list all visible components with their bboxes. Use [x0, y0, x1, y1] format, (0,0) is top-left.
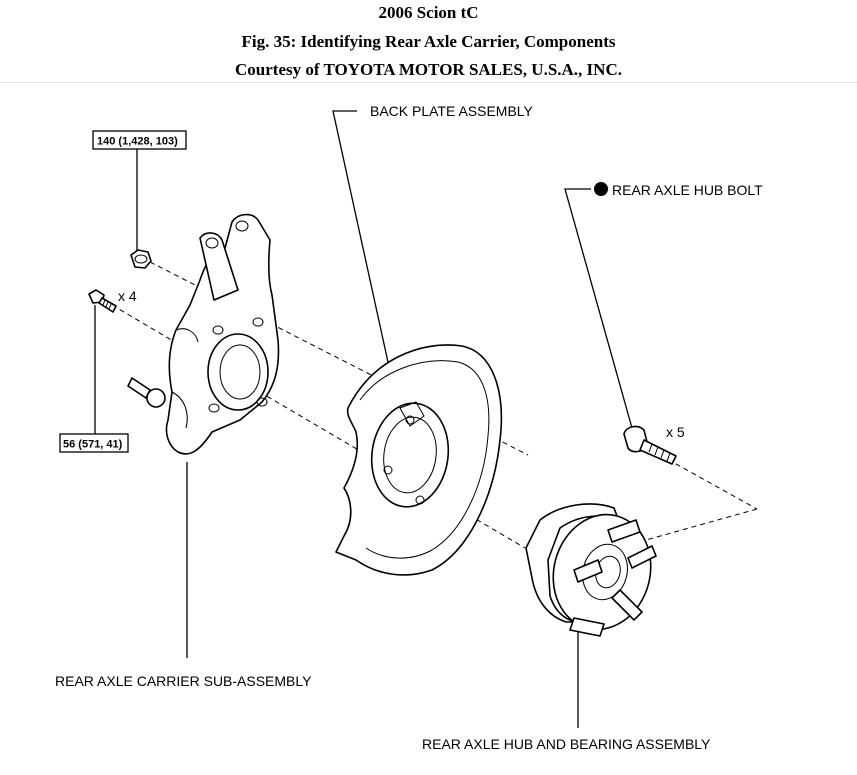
- back-plate-assembly: [335, 344, 503, 576]
- carrier-nut: [130, 249, 152, 269]
- torque-spec-bolt: 56 (571, 41): [59, 433, 129, 453]
- page-title: 2006 Scion tC: [378, 3, 479, 22]
- qty-carrier-bolts: x 4: [118, 288, 137, 304]
- torque-spec-nut: 140 (1,428, 103): [92, 130, 187, 150]
- courtesy-line: Courtesy of TOYOTA MOTOR SALES, U.S.A., …: [235, 60, 622, 79]
- torque-spec-nut-text: 140 (1,428, 103): [97, 136, 178, 148]
- rear-axle-carrier: [127, 213, 280, 455]
- rear-axle-hub-and-bearing: [525, 503, 657, 637]
- label-hub-bearing: REAR AXLE HUB AND BEARING ASSEMBLY: [422, 736, 711, 752]
- filled-circle-icon: [594, 182, 608, 196]
- label-carrier: REAR AXLE CARRIER SUB-ASSEMBLY: [55, 673, 312, 689]
- figure-caption: Fig. 35: Identifying Rear Axle Carrier, …: [241, 32, 616, 51]
- label-hub-bolt: REAR AXLE HUB BOLT: [612, 182, 763, 198]
- torque-spec-bolt-text: 56 (571, 41): [63, 439, 123, 451]
- label-back-plate: BACK PLATE ASSEMBLY: [370, 103, 534, 119]
- carrier-bolt: [88, 289, 117, 313]
- qty-hub-bolts: x 5: [666, 424, 685, 440]
- header-divider: [0, 82, 857, 83]
- rear-axle-hub-bolt: [623, 425, 677, 465]
